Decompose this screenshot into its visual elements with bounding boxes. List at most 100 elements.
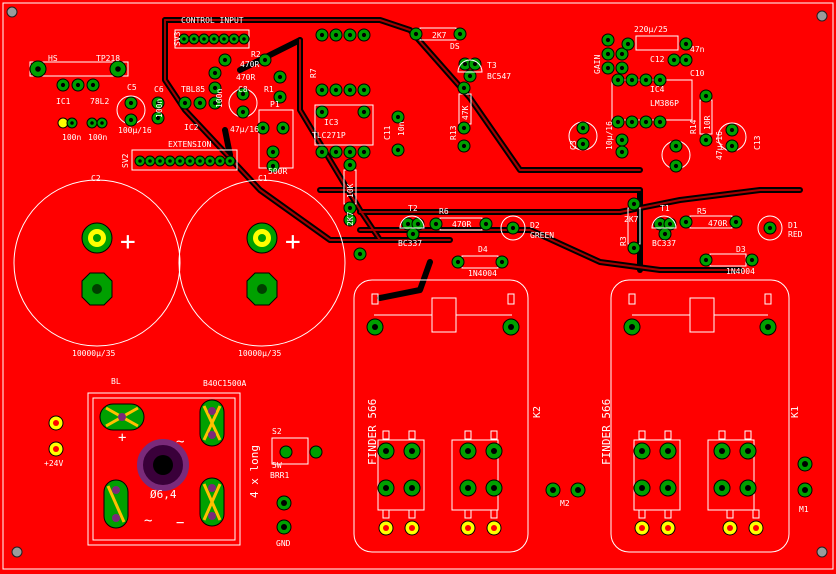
pad-hole (347, 162, 353, 168)
pad-hole (657, 77, 663, 83)
pad-hole (499, 259, 505, 265)
label-t3-part: BC547 (487, 72, 511, 81)
label-d4-part: 1N4004 (468, 269, 497, 278)
k2-outline (353, 279, 529, 553)
c12-outline (635, 35, 679, 51)
pad-hole (671, 57, 677, 63)
label-c5-val: 100µ/16 (118, 126, 152, 135)
pad-hole (395, 147, 401, 153)
pad-hole (212, 100, 218, 106)
bridge-outline-inner (92, 397, 236, 541)
label-r-47k: 47K (461, 105, 470, 120)
pad-hole (270, 163, 276, 169)
label-c11: C11 (383, 125, 392, 140)
pad-hole (208, 159, 212, 163)
label-c3-val: 10µ/16 (605, 121, 614, 150)
label-c2: C2 (91, 174, 101, 183)
label-ic3: IC3 (324, 118, 339, 127)
c1-plus-sign-icon: + (285, 227, 301, 257)
bridge-outline (87, 392, 241, 546)
label-r5: R5 (697, 207, 707, 216)
label-k2-part: FINDER 566 (366, 399, 379, 465)
pad-hole (410, 231, 416, 237)
label-ic1: IC1 (56, 97, 71, 106)
label-c8: C8 (238, 85, 248, 94)
label-k1-part: FINDER 566 (600, 399, 613, 465)
label-r3-val: 2K7 (624, 215, 639, 224)
mounting-hole-icon (11, 546, 23, 558)
label-r1: R1 (264, 85, 274, 94)
pad-hole (461, 125, 467, 131)
pad-hole (703, 257, 709, 263)
label-ic3-part: TLC271P (312, 131, 346, 140)
label-c-100n-a: 100n (215, 89, 224, 108)
pad-hole (631, 201, 637, 207)
label-c1-val: 10000µ/35 (238, 349, 282, 358)
pad-hole (222, 57, 228, 63)
label-r1-val: 470R (236, 73, 255, 82)
mounting-holes (6, 6, 828, 558)
c2-plus-sign-icon: + (120, 227, 136, 257)
pad-hole (619, 149, 625, 155)
d1-outline (757, 215, 783, 241)
label-ic1-val-b: 100n (88, 133, 107, 142)
label-m2: M2 (560, 499, 570, 508)
label-control-input: CONTROL INPUT (181, 16, 244, 25)
label-ic1-part: 78L2 (90, 97, 109, 106)
label-c2-val: 10000µ/35 (72, 349, 116, 358)
pad-hole (733, 219, 739, 225)
label-bl: BL (111, 377, 121, 386)
label-d3-part: 1N4004 (726, 267, 755, 276)
pad-hole (182, 100, 188, 106)
label-t3: T3 (487, 61, 497, 70)
label-s2-part: BRR1 (270, 471, 289, 480)
pad-hole (433, 221, 439, 227)
pad-hole (155, 100, 161, 106)
s2-pad[interactable] (279, 445, 293, 459)
label-r3: R3 (619, 236, 628, 246)
pad-hole (212, 70, 218, 76)
label-c-47n: 47n (690, 45, 705, 54)
label-t1: T1 (660, 204, 670, 213)
pad-hole (605, 65, 611, 71)
pad-hole (629, 119, 635, 125)
pad-hole (347, 32, 353, 38)
pad-hole (643, 119, 649, 125)
label-extension: EXTENSION (168, 140, 212, 149)
pad-hole (619, 51, 625, 57)
label-c-220u: 220µ/25 (634, 25, 668, 34)
pad-hole (361, 87, 367, 93)
pad-hole (703, 137, 709, 143)
label-d4: D4 (478, 245, 488, 254)
label-c5: C5 (127, 83, 137, 92)
label-bridge-hole: Ø6,4 (150, 488, 177, 501)
pad-hole (277, 74, 283, 80)
label-gain: GAIN (593, 55, 602, 74)
pad-hole (405, 221, 411, 227)
label-d3: D3 (736, 245, 746, 254)
pad-hole (155, 115, 161, 121)
s2-pad[interactable] (309, 445, 323, 459)
pad-hole (178, 159, 182, 163)
pad-hole (361, 32, 367, 38)
pad-hole (319, 87, 325, 93)
label-r2: R2 (251, 50, 261, 59)
pad-hole (35, 66, 41, 72)
label-r2-val: 470R (240, 60, 259, 69)
label-k2: K2 (532, 406, 543, 418)
pad-hole (333, 87, 339, 93)
pad-hole (347, 205, 353, 211)
pad-hole (467, 73, 473, 79)
label-ic1-val-a: 100n (62, 133, 81, 142)
label-ic4-part: LM386P (650, 99, 679, 108)
pad-hole (457, 31, 463, 37)
pad-hole (90, 121, 94, 125)
label-tp218: TP218 (96, 54, 120, 63)
label-p1-val: 500R (268, 167, 287, 176)
label-c10: C10 (690, 69, 705, 78)
pad-hole (472, 61, 478, 67)
pad-hole (605, 51, 611, 57)
label-ds: DS (450, 42, 460, 51)
pad-hole (357, 251, 363, 257)
